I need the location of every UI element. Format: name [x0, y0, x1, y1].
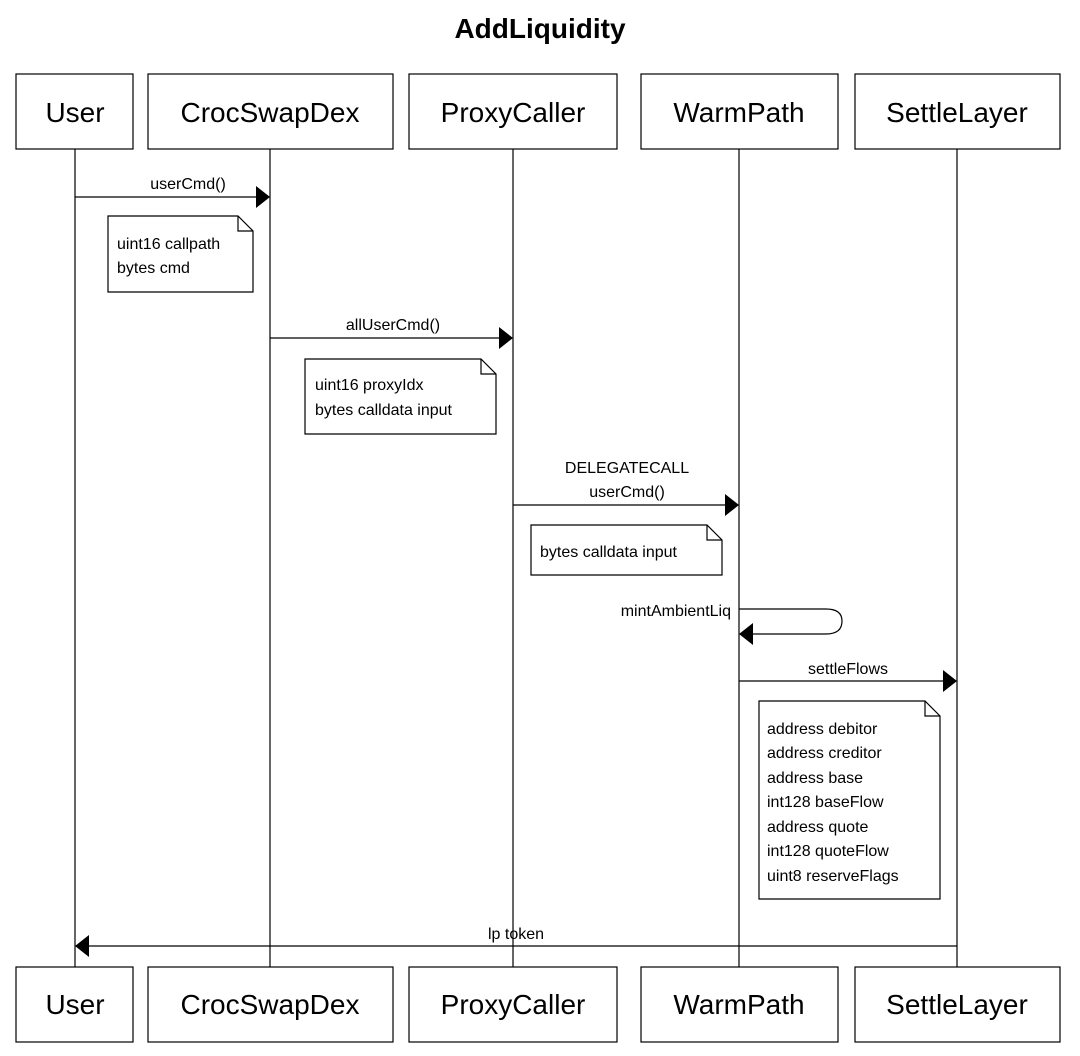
participant-label: CrocSwapDex — [181, 97, 360, 128]
participant-label: WarmPath — [673, 97, 804, 128]
diagram-title: AddLiquidity — [454, 13, 626, 44]
note-line: bytes calldata input — [315, 402, 453, 419]
note-line: uint16 callpath — [117, 236, 220, 253]
arrowhead-icon — [943, 670, 957, 692]
participant-proxycaller-bottom: ProxyCaller — [408, 966, 618, 1043]
lifelines — [74, 149, 958, 967]
message-label: userCmd() — [150, 176, 226, 193]
participant-proxycaller-top: ProxyCaller — [408, 73, 618, 150]
participant-settlelayer-bottom: SettleLayer — [854, 966, 1061, 1043]
message-mintambientliq: mintAmbientLiq — [621, 603, 843, 645]
note-calldata: bytes calldata input — [530, 524, 723, 576]
message-label: lp token — [488, 926, 544, 943]
arrowhead-icon — [739, 623, 753, 645]
participant-label: User — [45, 97, 104, 128]
message-label: allUserCmd() — [346, 317, 440, 334]
participant-user-bottom: User — [15, 966, 134, 1043]
message-label: userCmd() — [589, 484, 665, 501]
note-line: address quote — [767, 819, 869, 836]
message-allusercmd: allUserCmd() — [270, 317, 513, 349]
note-callpath: uint16 callpath bytes cmd — [107, 215, 254, 293]
note-line: bytes calldata input — [540, 544, 678, 561]
participant-label: CrocSwapDex — [181, 989, 360, 1020]
arrowhead-icon — [75, 935, 89, 957]
arrowhead-icon — [256, 186, 270, 208]
note-proxyidx: uint16 proxyIdx bytes calldata input — [304, 358, 497, 435]
note-line: address creditor — [767, 745, 882, 762]
participant-user-top: User — [15, 73, 134, 150]
note-line: address debitor — [767, 721, 878, 738]
note-line: uint16 proxyIdx — [315, 377, 424, 394]
participant-warmpath-bottom: WarmPath — [640, 966, 839, 1043]
message-delegatecall: DELEGATECALL userCmd() — [513, 460, 739, 516]
participant-warmpath-top: WarmPath — [640, 73, 839, 150]
message-usercmd: userCmd() — [75, 176, 270, 208]
participant-settlelayer-top: SettleLayer — [854, 73, 1061, 150]
note-line: bytes cmd — [117, 260, 190, 277]
participant-label: WarmPath — [673, 989, 804, 1020]
message-lp-token: lp token — [75, 926, 957, 957]
participant-crocswapdex-bottom: CrocSwapDex — [147, 966, 394, 1043]
participant-crocswapdex-top: CrocSwapDex — [147, 73, 394, 150]
arrowhead-icon — [499, 327, 513, 349]
arrowhead-icon — [725, 494, 739, 516]
participant-label: User — [45, 989, 104, 1020]
message-settleflows: settleFlows — [739, 661, 957, 692]
participant-label: SettleLayer — [886, 97, 1028, 128]
message-label: mintAmbientLiq — [621, 603, 731, 620]
message-label: DELEGATECALL — [565, 460, 689, 477]
participant-label: ProxyCaller — [441, 989, 586, 1020]
note-line: int128 quoteFlow — [767, 843, 889, 860]
participant-label: SettleLayer — [886, 989, 1028, 1020]
participant-label: ProxyCaller — [441, 97, 586, 128]
note-settleflows-params: address debitor address creditor address… — [758, 700, 941, 900]
note-line: int128 baseFlow — [767, 794, 884, 811]
message-label: settleFlows — [808, 661, 888, 678]
note-line: address base — [767, 770, 863, 787]
note-line: uint8 reserveFlags — [767, 868, 899, 885]
